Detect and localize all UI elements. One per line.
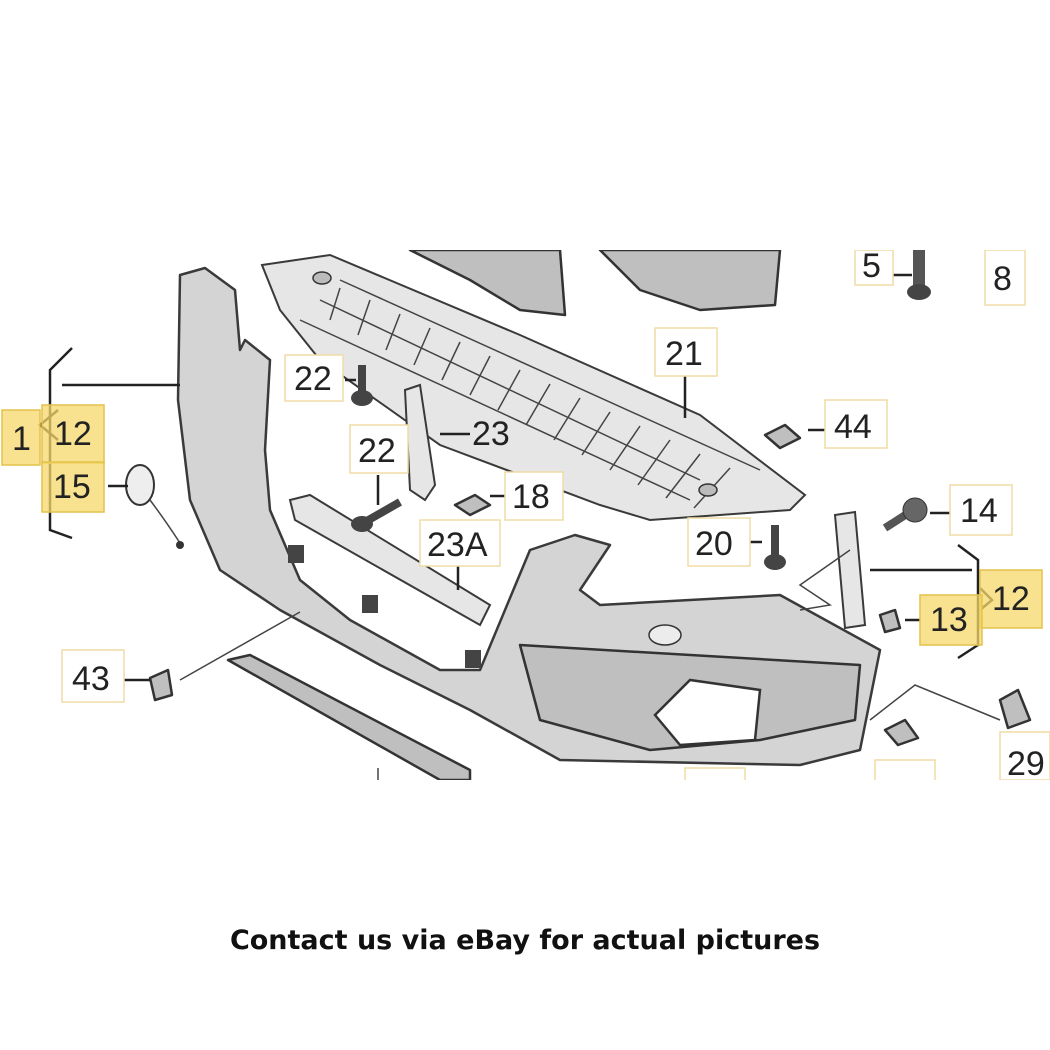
svg-text:13: 13: [930, 601, 968, 639]
callout-22-mid: 22: [349, 424, 409, 474]
lower-spoiler-strip: [226, 653, 472, 780]
support-bracket: [403, 383, 437, 502]
nut-13: [878, 608, 902, 634]
svg-text:43: 43: [72, 660, 110, 698]
callout-23: 23: [472, 415, 510, 453]
bumper-bracket: [288, 493, 492, 668]
callout-18: 18: [504, 471, 564, 521]
svg-text:44: 44: [834, 408, 872, 446]
callout-12-left: 12: [41, 404, 105, 464]
svg-text:1: 1: [12, 420, 31, 458]
callout-22-top: 22: [284, 354, 344, 402]
screw-22-mid: [351, 498, 402, 532]
tow-hook-cap-right: [648, 624, 682, 646]
tow-cap-15: [125, 464, 155, 506]
clip-29: [998, 688, 1032, 730]
svg-text:22: 22: [358, 432, 396, 470]
callout-5: 5: [854, 250, 894, 286]
caption-text: Contact us via eBay for actual pictures: [229, 925, 821, 956]
callout-29: 29: [999, 731, 1050, 780]
clip-18: [453, 493, 492, 517]
svg-text:18: 18: [512, 478, 550, 516]
callout-23a: 23A: [419, 519, 501, 567]
svg-text:29: 29: [1007, 745, 1045, 780]
callout-partial-bottom-center: [684, 767, 746, 780]
svg-text:12: 12: [54, 415, 92, 453]
callout-1: 1: [1, 409, 41, 466]
svg-text:23: 23: [472, 415, 510, 453]
clip-19: [883, 718, 920, 747]
bumper-shell: [176, 266, 882, 767]
upper-cover-part-right: [598, 250, 782, 312]
svg-text:8: 8: [993, 260, 1012, 298]
svg-text:23A: 23A: [427, 526, 488, 564]
callout-43: 43: [61, 649, 125, 703]
svg-text:22: 22: [294, 360, 332, 398]
callout-15: 15: [41, 461, 105, 513]
callout-21: 21: [654, 327, 718, 377]
clip-44: [763, 423, 802, 450]
callout-14: 14: [949, 484, 1013, 536]
screw-22-top: [351, 365, 373, 406]
callout-partial-bottom-right: [874, 759, 936, 780]
svg-text:14: 14: [960, 492, 998, 530]
callout-8: 8: [984, 250, 1026, 306]
svg-text:21: 21: [665, 335, 703, 373]
bumper-parts-diagram: 1 12 15 22 22 23 18 23A 21 44 5 8: [1, 250, 1050, 780]
side-guide-plate: [833, 510, 867, 630]
grille-cover: [260, 253, 807, 522]
bolt-14: [882, 497, 928, 532]
fog-light-opening: [653, 678, 762, 747]
svg-text:5: 5: [862, 250, 881, 285]
screw-20: [764, 525, 786, 570]
svg-text:20: 20: [695, 525, 733, 563]
svg-text:12: 12: [992, 580, 1030, 618]
callout-44: 44: [824, 399, 888, 449]
callout-13: 13: [919, 594, 983, 646]
callout-12-right: 12: [979, 569, 1043, 629]
callout-20: 20: [687, 517, 751, 567]
cap-43: [148, 668, 174, 702]
bolt-5: [907, 250, 931, 300]
svg-text:15: 15: [53, 468, 91, 506]
upper-cover-part: [408, 250, 567, 317]
